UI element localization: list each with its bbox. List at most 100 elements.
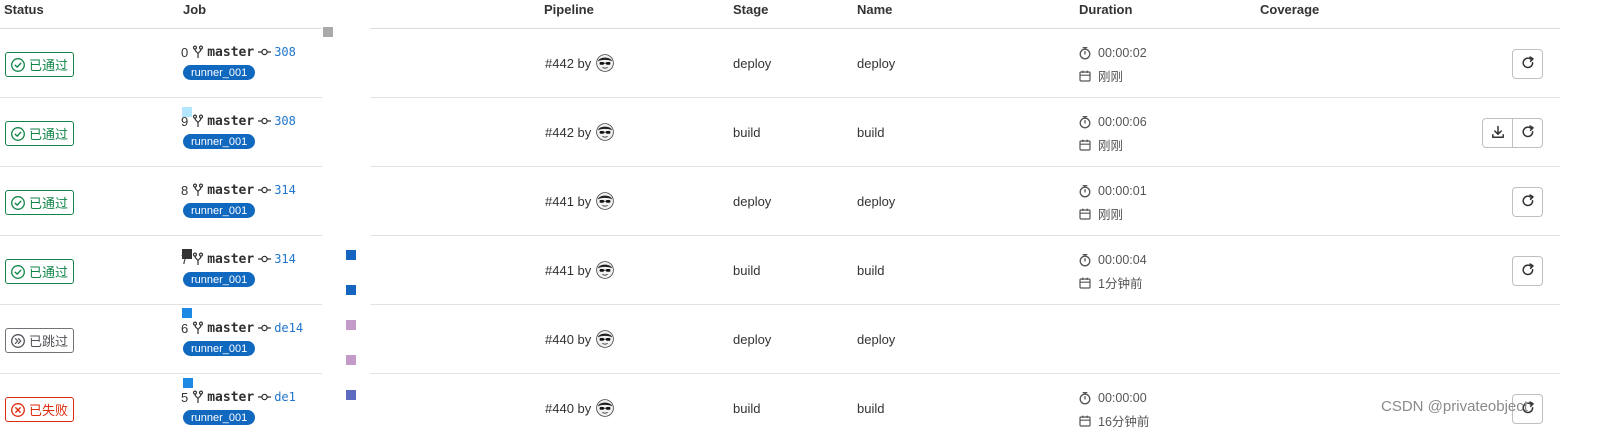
user-avatar-icon[interactable] xyxy=(596,54,615,72)
stage-cell: build xyxy=(733,125,761,140)
column-header-pipeline: Pipeline xyxy=(544,2,594,17)
retry-button[interactable] xyxy=(1512,256,1543,286)
pipeline-link[interactable]: #440 by xyxy=(545,331,592,347)
skip-circle-icon xyxy=(10,333,26,349)
watermark: CSDN @privateobject xyxy=(1381,398,1528,415)
job-name-cell: build xyxy=(857,125,885,140)
job-name-cell: build xyxy=(857,263,885,278)
retry-icon xyxy=(1520,262,1536,281)
duration-value: 00:00:06 xyxy=(1098,115,1147,129)
finished-at-cell: 刚刚 xyxy=(1078,66,1123,85)
branch-ref-link[interactable]: master xyxy=(207,182,255,198)
finished-at-cell: 刚刚 xyxy=(1078,204,1123,223)
job-name-cell: deploy xyxy=(857,56,896,71)
calendar-icon xyxy=(1078,276,1092,290)
stopwatch-icon xyxy=(1078,253,1092,267)
branch-ref-link[interactable]: master xyxy=(207,389,255,405)
finished-at-value: 刚刚 xyxy=(1098,70,1124,84)
check-circle-icon xyxy=(10,57,26,73)
pipeline-link[interactable]: #442 by xyxy=(545,124,592,140)
duration-value: 00:00:01 xyxy=(1098,184,1147,198)
status-badge[interactable]: 已通过 xyxy=(5,121,75,146)
check-circle-icon xyxy=(10,126,26,142)
user-avatar-icon[interactable] xyxy=(596,330,615,348)
user-avatar-icon[interactable] xyxy=(596,261,615,279)
download-artifacts-button[interactable] xyxy=(1482,118,1513,148)
retry-button[interactable] xyxy=(1512,187,1543,217)
status-label: 已失败 xyxy=(29,403,69,418)
duration-cell: 00:00:01 xyxy=(1078,184,1147,198)
job-id-link[interactable]: 0 xyxy=(181,44,189,60)
duration-cell: 00:00:04 xyxy=(1078,253,1147,267)
duration-value: 00:00:02 xyxy=(1098,46,1147,60)
finished-at-cell: 刚刚 xyxy=(1078,135,1123,154)
commit-icon xyxy=(258,254,272,264)
pipeline-link[interactable]: #441 by xyxy=(545,193,592,209)
commit-sha-link[interactable]: 314 xyxy=(274,183,296,197)
status-badge[interactable]: 已通过 xyxy=(5,52,75,77)
commit-sha-link[interactable]: 308 xyxy=(274,45,296,59)
commit-icon xyxy=(258,185,272,195)
job-name-cell: build xyxy=(857,401,885,416)
column-header-duration: Duration xyxy=(1079,2,1133,17)
pipeline-cell: #440 by xyxy=(545,399,615,417)
retry-icon xyxy=(1520,400,1536,419)
finished-at-value: 1分钟前 xyxy=(1098,277,1143,291)
branch-ref-link[interactable]: master xyxy=(207,113,255,129)
status-badge[interactable]: 已通过 xyxy=(5,259,75,284)
finished-at-value: 刚刚 xyxy=(1098,139,1124,153)
runner-tag: runner_001 xyxy=(183,65,256,80)
job-id-link[interactable]: 9 xyxy=(181,113,189,129)
retry-icon xyxy=(1520,124,1536,143)
retry-button[interactable] xyxy=(1512,118,1543,148)
job-id-link[interactable]: 5 xyxy=(181,389,189,405)
duration-value: 00:00:00 xyxy=(1098,391,1147,405)
job-id-link[interactable]: 7 xyxy=(181,251,189,267)
branch-ref-link[interactable]: master xyxy=(207,251,255,267)
job-id-link[interactable]: 6 xyxy=(181,320,189,336)
calendar-icon xyxy=(1078,414,1092,428)
redaction-marker xyxy=(182,308,192,318)
commit-icon xyxy=(258,116,272,126)
user-avatar-icon[interactable] xyxy=(596,123,615,141)
job-id-link[interactable]: 8 xyxy=(181,182,189,198)
branch-fork-icon xyxy=(192,390,204,404)
pipeline-cell: #442 by xyxy=(545,54,615,72)
status-badge[interactable]: 已跳过 xyxy=(5,328,75,353)
retry-button[interactable] xyxy=(1512,49,1543,79)
duration-cell: 00:00:06 xyxy=(1078,115,1147,129)
pipeline-link[interactable]: #440 by xyxy=(545,400,592,416)
commit-icon xyxy=(258,392,272,402)
status-badge[interactable]: 已失败 xyxy=(5,397,75,422)
pipeline-link[interactable]: #442 by xyxy=(545,55,592,71)
retry-button[interactable] xyxy=(1512,394,1543,424)
commit-sha-link[interactable]: 308 xyxy=(274,114,296,128)
branch-fork-icon xyxy=(192,252,204,266)
retry-icon xyxy=(1520,193,1536,212)
user-avatar-icon[interactable] xyxy=(596,192,615,210)
status-label: 已通过 xyxy=(29,58,69,73)
table-row: 已通过 9 master 308 runner_001 #442 by build build… xyxy=(0,98,1560,167)
status-badge[interactable]: 已通过 xyxy=(5,190,75,215)
check-circle-icon xyxy=(10,195,26,211)
stopwatch-icon xyxy=(1078,391,1092,405)
runner-tag: runner_001 xyxy=(183,203,256,218)
commit-sha-link[interactable]: 314 xyxy=(274,252,296,266)
runner-tag: runner_001 xyxy=(183,134,256,149)
commit-sha-link[interactable]: de14 xyxy=(274,321,304,335)
branch-ref-link[interactable]: master xyxy=(207,320,255,336)
user-avatar-icon[interactable] xyxy=(596,399,615,417)
commit-sha-link[interactable]: de1 xyxy=(274,390,296,404)
job-name-cell: deploy xyxy=(857,332,896,347)
duration-value: 00:00:04 xyxy=(1098,253,1147,267)
redaction-marker xyxy=(323,27,333,37)
job-info: 8 master 314 xyxy=(181,181,296,199)
branch-ref-link[interactable]: master xyxy=(207,44,255,60)
stage-cell: deploy xyxy=(733,332,772,347)
pipeline-link[interactable]: #441 by xyxy=(545,262,592,278)
pipeline-cell: #440 by xyxy=(545,330,615,348)
job-info: 7 master 314 xyxy=(181,250,296,268)
